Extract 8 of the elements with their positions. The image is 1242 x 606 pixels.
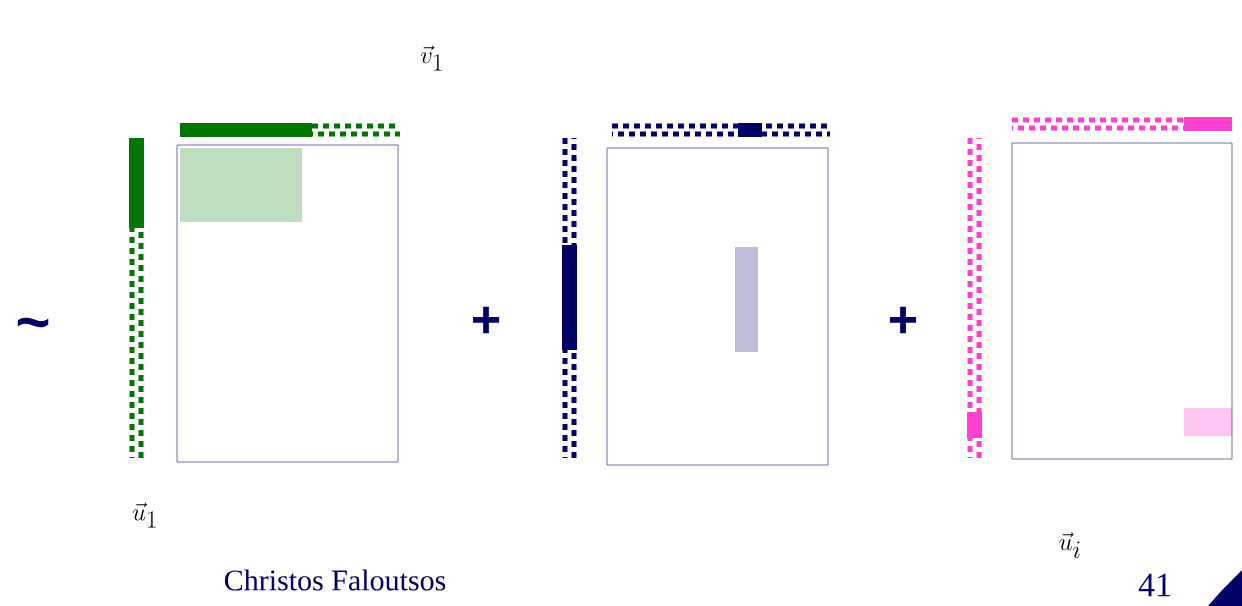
vector-label: $\vec{v}_1$ — [420, 45, 442, 71]
vector-label: $\vec{u}_1$ — [132, 502, 156, 528]
slide-number: 41 — [1138, 573, 1170, 597]
author-name: Christos Faloutsos — [224, 569, 446, 591]
vector-label: $\vec{u}_i$ — [1059, 532, 1080, 558]
plus-sign: + — [890, 306, 917, 334]
plus-sign: + — [473, 306, 500, 334]
approx-sign: ~ — [17, 317, 49, 328]
